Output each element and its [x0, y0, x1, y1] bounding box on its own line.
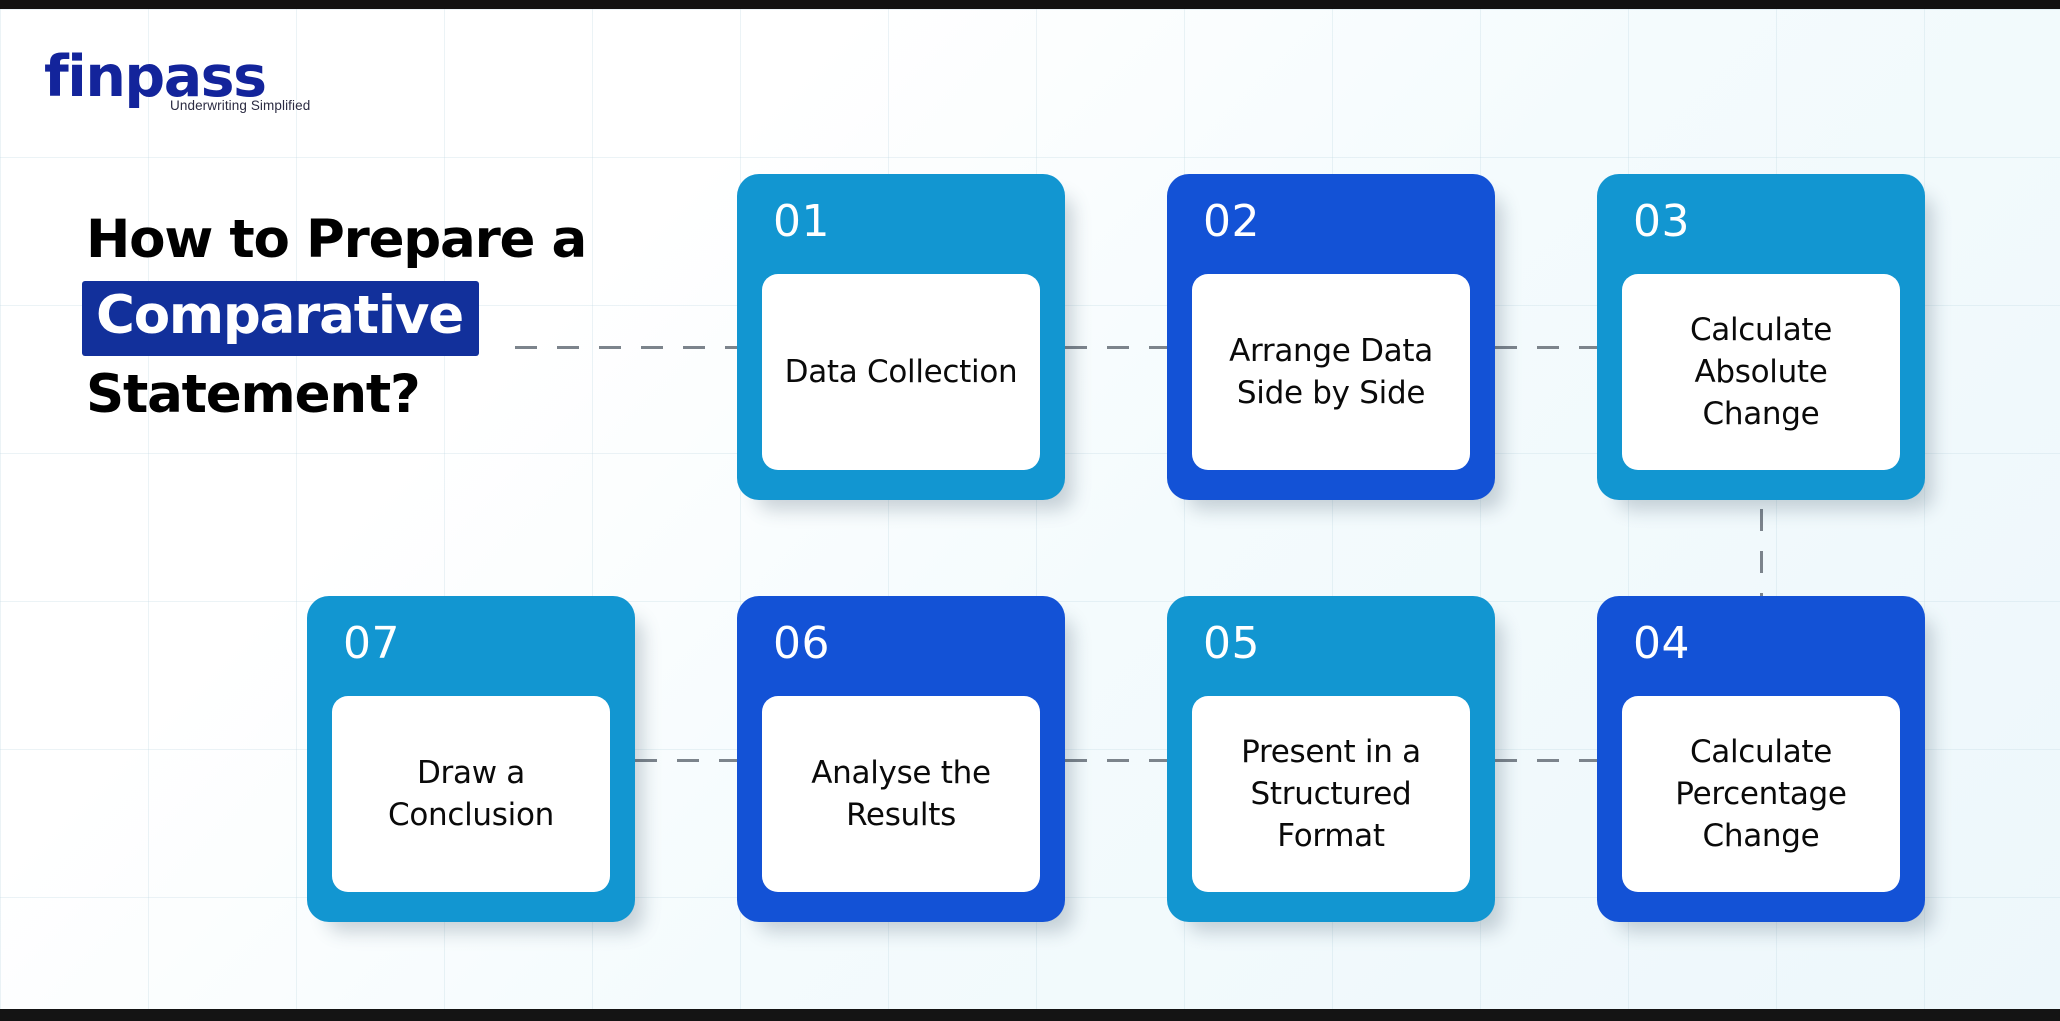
connector-step-05-to-06 [1065, 759, 1167, 762]
page-title-highlight: Comparative [82, 281, 479, 357]
step-label-06: Analyse the Results [811, 754, 991, 833]
connector-step-06-to-07 [635, 759, 737, 762]
brand-tagline: Underwriting Simplified [170, 98, 311, 113]
step-body-06: Analyse the Results [762, 696, 1040, 892]
connector-step-03-to-04 [1760, 509, 1763, 597]
step-card-04[interactable]: 04 Calculate Percentage Change [1597, 596, 1925, 922]
step-body-05: Present in a Structured Format [1192, 696, 1470, 892]
step-card-02[interactable]: 02 Arrange Data Side by Side [1167, 174, 1495, 500]
brand-wordmark: finpass [44, 44, 267, 110]
step-label-02: Arrange Data Side by Side [1229, 332, 1433, 411]
connector-step-02-to-03 [1495, 346, 1597, 349]
step-body-01: Data Collection [762, 274, 1040, 470]
step-card-05[interactable]: 05 Present in a Structured Format [1167, 596, 1495, 922]
page-title-line-1: How to Prepare a [86, 209, 587, 270]
step-number-07: 07 [343, 618, 400, 669]
step-label-07: Draw a Conclusion [388, 754, 554, 833]
step-number-04: 04 [1633, 618, 1690, 669]
step-number-01: 01 [773, 196, 830, 247]
step-card-07[interactable]: 07 Draw a Conclusion [307, 596, 635, 922]
page-title: How to Prepare a Comparative Statement? [82, 205, 646, 431]
step-body-03: Calculate Absolute Change [1622, 274, 1900, 470]
step-number-02: 02 [1203, 196, 1260, 247]
step-card-06[interactable]: 06 Analyse the Results [737, 596, 1065, 922]
step-body-04: Calculate Percentage Change [1622, 696, 1900, 892]
step-number-03: 03 [1633, 196, 1690, 247]
connector-step-04-to-05 [1495, 759, 1597, 762]
step-number-06: 06 [773, 618, 830, 669]
brand-logo: finpass Underwriting Simplified [44, 44, 310, 117]
step-label-04: Calculate Percentage Change [1675, 733, 1847, 855]
step-card-01[interactable]: 01 Data Collection [737, 174, 1065, 500]
step-label-05: Present in a Structured Format [1241, 733, 1421, 855]
page-title-line-3: Statement? [86, 364, 421, 426]
connector-step-01-to-02 [1065, 346, 1167, 349]
step-body-02: Arrange Data Side by Side [1192, 274, 1470, 470]
step-body-07: Draw a Conclusion [332, 696, 610, 892]
step-number-05: 05 [1203, 618, 1260, 669]
step-label-01: Data Collection [784, 353, 1018, 390]
step-card-03[interactable]: 03 Calculate Absolute Change [1597, 174, 1925, 500]
step-label-03: Calculate Absolute Change [1689, 311, 1833, 433]
connector-title-to-step-01 [515, 346, 737, 349]
